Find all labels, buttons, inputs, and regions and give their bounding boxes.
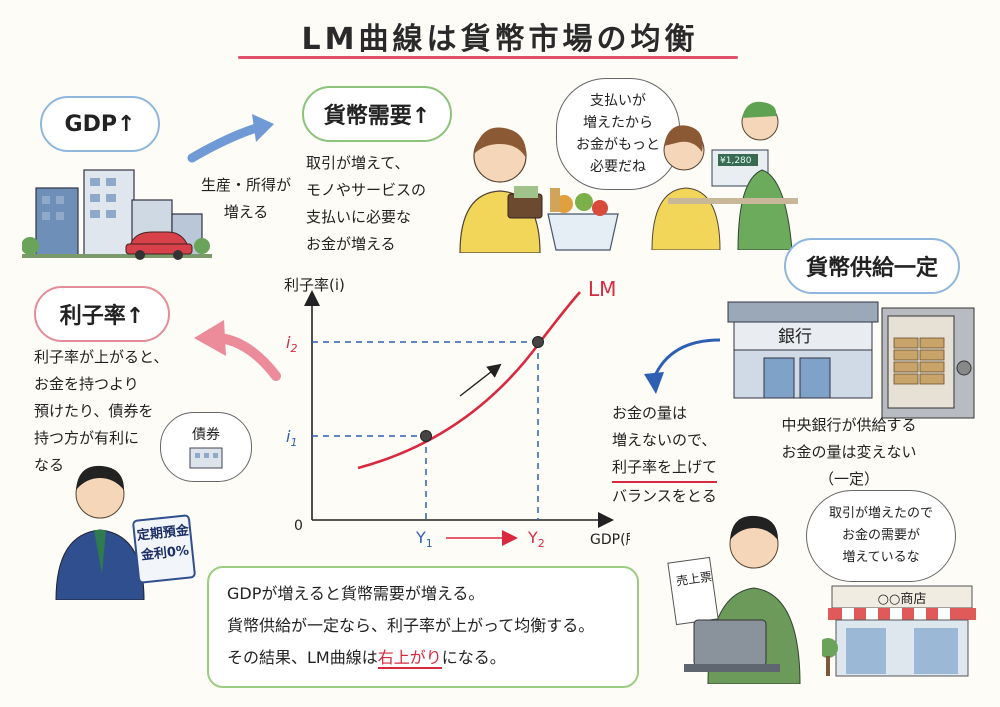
city-buildings-illustration	[22, 169, 212, 260]
y2-label: Y2	[527, 528, 545, 550]
bank-and-vault-illustration: 銀行	[727, 301, 975, 419]
money-demand-note: 取引が増えて、 モノやサービスの 支払いに必要な お金が増える	[306, 154, 427, 253]
summary-highlight: 右上がり	[377, 648, 442, 669]
i1-label: i1	[286, 427, 297, 449]
i2-label: i2	[286, 333, 297, 355]
flow-arrow-gdp-to-demand	[187, 114, 274, 163]
store-illustration	[822, 585, 976, 677]
x-axis-label: GDP(所得)	[590, 531, 630, 548]
flow-arrow-to-interest	[194, 320, 281, 381]
arrow-caption: 生産・所得が 増える	[200, 176, 291, 221]
interest-note: 利子率が上がると、 お金を持つより 預けたり、債券を 持つ方が有利に なる	[34, 348, 169, 474]
summary-line-3: その結果、LM曲線は右上がりになる。	[227, 648, 506, 669]
y-axis-label: 利子率(i)	[284, 276, 345, 294]
summary-box: GDPが増えると貨幣需要が増える。 貨幣供給が一定なら、利子率が上がって均衡する…	[207, 566, 639, 688]
title-underline	[238, 56, 738, 59]
summary-line-1: GDPが増えると貨幣需要が増える。	[227, 584, 485, 603]
bond-thought-bubble: 債券	[160, 412, 252, 482]
lm-curve-graph: 利子率(i) GDP(所得) 0 LM i1 i2 Y1 Y2	[284, 276, 630, 550]
movement-arrow	[459, 363, 502, 397]
summary-line-2: 貨幣供給が一定なら、利子率が上がって均衡する。	[227, 616, 595, 635]
lm-curve-label: LM	[588, 277, 616, 301]
deposit-sign: 定期預金 金利0%	[136, 523, 190, 564]
supply-arrow-note: お金の量は 増えないので、 利子率を上げて バランスをとる	[612, 404, 718, 505]
cash-register-scene: ¥1,280	[651, 101, 798, 250]
store-sign: ○○商店	[877, 592, 927, 607]
origin-label: 0	[294, 518, 303, 534]
equilibrium-point-2	[532, 336, 544, 348]
gdp-cloud: GDP↑	[40, 96, 160, 152]
register-display: ¥1,280	[720, 156, 752, 166]
bond-building-icon	[189, 447, 223, 469]
bank-sign: 銀行	[778, 327, 812, 347]
shopper-woman-illustration	[459, 127, 619, 253]
flow-arrow-supply-to-rate	[644, 338, 721, 394]
page-title: LM曲線は貨幣市場の均衡	[301, 22, 699, 57]
merchant-illustration	[667, 515, 801, 684]
bank-note: 中央銀行が供給する お金の量は変えない （一定）	[781, 416, 917, 488]
y1-label: Y1	[415, 528, 433, 550]
money-demand-cloud: 貨幣需要↑	[302, 86, 452, 142]
equilibrium-point-1	[420, 430, 432, 442]
interest-rate-cloud: 利子率↑	[34, 286, 170, 342]
money-supply-cloud: 貨幣供給一定	[784, 238, 960, 294]
businessman-illustration	[55, 465, 196, 600]
merchant-thought-bubble: 取引が増えたので お金の需要が 増えているな	[806, 490, 956, 582]
lm-curve	[357, 291, 581, 470]
